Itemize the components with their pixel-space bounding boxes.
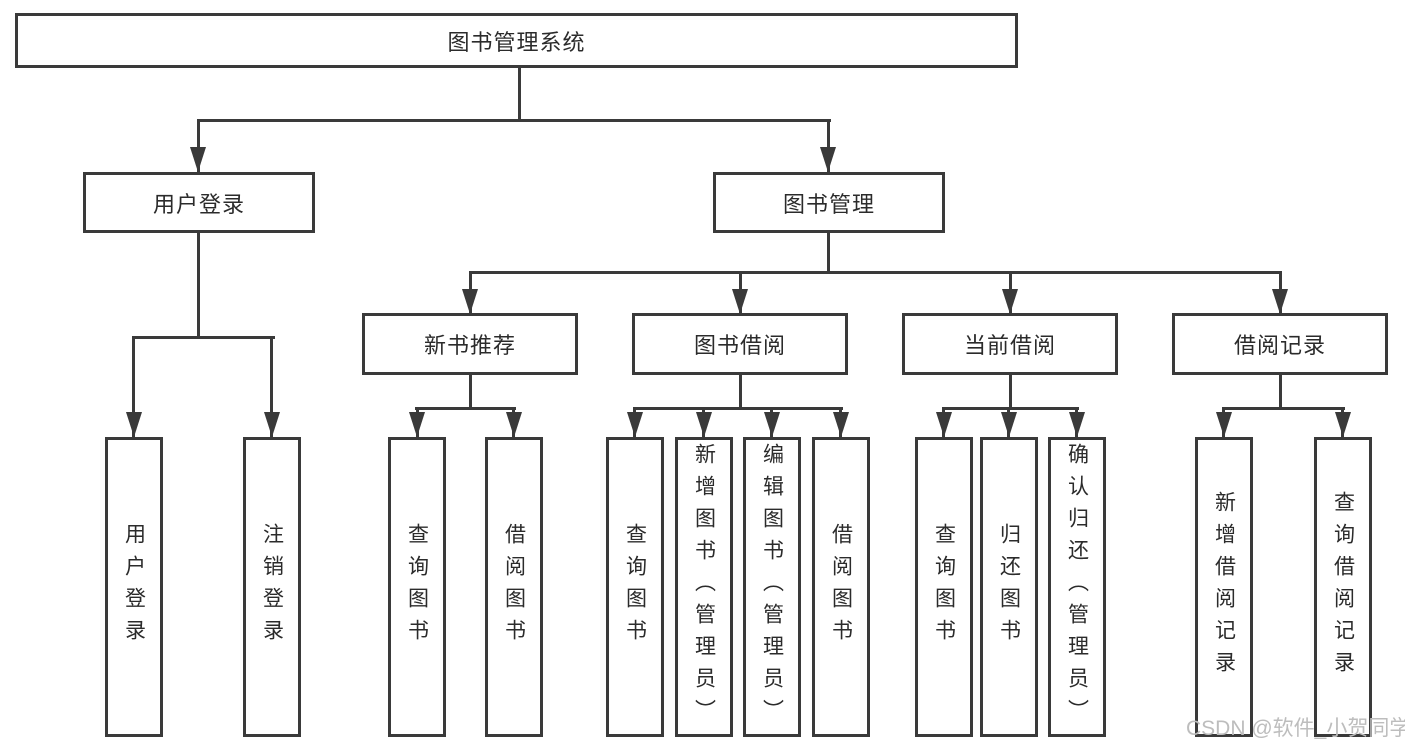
leaf-recommend-borrow-books: 借阅图书 (485, 437, 543, 737)
arrowhead (820, 147, 836, 172)
connector (197, 233, 200, 339)
node-book-management-label: 图书管理 (782, 191, 875, 217)
arrowhead (1002, 289, 1018, 314)
arrowhead (764, 412, 780, 437)
leaf-records-query-record: 查询借阅记录 (1314, 437, 1372, 737)
node-label: 新增图书（管理员） (692, 443, 716, 731)
node-label: 确认归还（管理员） (1065, 443, 1089, 731)
connector (633, 407, 843, 410)
node-label: 归还图书 (997, 523, 1021, 651)
arrowhead (732, 289, 748, 314)
leaf-borrow-edit-books-admin: 编辑图书（管理员） (743, 437, 801, 737)
arrowhead (696, 412, 712, 437)
connector (518, 68, 521, 121)
connector (270, 336, 273, 437)
node-label: 借阅图书 (829, 523, 853, 651)
node-label: 新增借阅记录 (1212, 491, 1236, 683)
connector (132, 336, 275, 339)
node-label: 新书推荐 (423, 333, 516, 358)
connector (1009, 373, 1012, 410)
arrowhead (462, 289, 478, 314)
arrowhead (1001, 412, 1017, 437)
leaf-recommend-query-books: 查询图书 (388, 437, 446, 737)
node-label: 用户登录 (122, 523, 146, 651)
connector (827, 233, 830, 274)
arrowhead (1335, 412, 1351, 437)
node-user-login: 用户登录 (83, 172, 315, 233)
connector (1222, 407, 1345, 410)
arrowhead (1069, 412, 1085, 437)
connector (942, 407, 1079, 410)
connector (197, 119, 831, 122)
node-current-borrow: 当前借阅 (902, 313, 1118, 375)
arrowhead (627, 412, 643, 437)
arrowhead (126, 412, 142, 437)
arrowhead (1272, 289, 1288, 314)
node-book-borrow: 图书借阅 (632, 313, 848, 375)
node-label: 查询借阅记录 (1331, 491, 1355, 683)
node-user-login-leaf: 用户登录 (105, 437, 163, 737)
connector (469, 373, 472, 410)
node-label: 当前借阅 (963, 333, 1056, 358)
node-label: 图书借阅 (693, 333, 786, 358)
leaf-current-query-books: 查询图书 (915, 437, 973, 737)
connector (739, 373, 742, 410)
arrowhead (1216, 412, 1232, 437)
node-label: 注销登录 (260, 523, 284, 651)
node-root-label: 图书管理系统 (447, 29, 586, 55)
arrowhead (833, 412, 849, 437)
leaf-current-confirm-return-admin: 确认归还（管理员） (1048, 437, 1106, 737)
node-label: 查询图书 (932, 523, 956, 651)
arrowhead (409, 412, 425, 437)
leaf-current-return-books: 归还图书 (980, 437, 1038, 737)
arrowhead (190, 147, 206, 172)
node-user-login-label: 用户登录 (152, 191, 245, 217)
connector (132, 336, 135, 437)
arrowhead (264, 412, 280, 437)
node-label: 借阅记录 (1233, 333, 1326, 358)
connector (415, 407, 516, 410)
connector (469, 271, 1282, 274)
connector (197, 119, 200, 172)
watermark-text: CSDN @软件_小贺同学 (1186, 717, 1405, 740)
node-label: 查询图书 (623, 523, 647, 651)
node-book-management: 图书管理 (713, 172, 945, 233)
arrowhead (936, 412, 952, 437)
leaf-borrow-add-books-admin: 新增图书（管理员） (675, 437, 733, 737)
node-label: 编辑图书（管理员） (760, 443, 784, 731)
node-logout-leaf: 注销登录 (243, 437, 301, 737)
connector (1279, 373, 1282, 410)
leaf-borrow-borrow-books: 借阅图书 (812, 437, 870, 737)
connector (827, 119, 830, 172)
node-borrow-records: 借阅记录 (1172, 313, 1388, 375)
leaf-borrow-query-books: 查询图书 (606, 437, 664, 737)
node-root: 图书管理系统 (15, 13, 1018, 68)
node-label: 查询图书 (405, 523, 429, 651)
node-new-book-recommend: 新书推荐 (362, 313, 578, 375)
leaf-records-add-record: 新增借阅记录 (1195, 437, 1253, 737)
arrowhead (506, 412, 522, 437)
node-label: 借阅图书 (502, 523, 526, 651)
